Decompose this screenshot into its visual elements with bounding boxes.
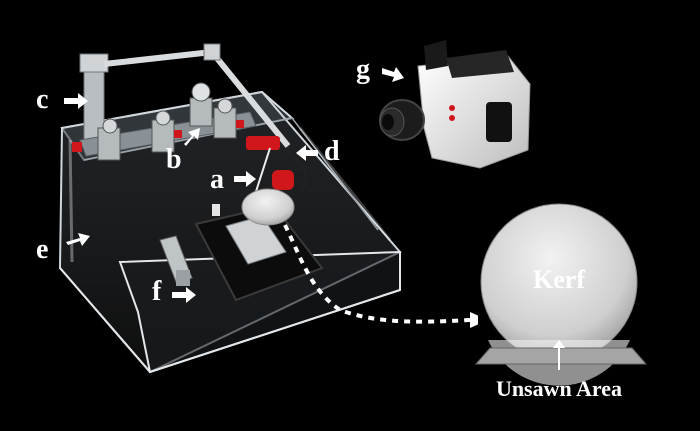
clamp-2	[151, 110, 182, 153]
label-b: b	[166, 144, 182, 175]
clamp-1	[72, 118, 121, 161]
micrometer	[159, 235, 193, 286]
label-g: g	[356, 54, 370, 85]
label-a: a	[210, 164, 224, 195]
unsawn-area-label: Unsawn Area	[496, 376, 622, 401]
label-d: d	[324, 136, 340, 167]
clamp-rail	[72, 82, 257, 161]
support-frame	[79, 43, 291, 149]
clamp-4	[213, 98, 244, 139]
label-c: c	[36, 84, 48, 115]
high-speed-camera	[379, 40, 531, 169]
label-f: f	[152, 276, 162, 307]
kerf-label: Kerf	[533, 265, 585, 294]
label-markers: c b a d e f g Kerf Unsawn Area	[36, 54, 622, 401]
clamp-3	[189, 82, 213, 127]
label-e: e	[36, 234, 48, 265]
wire-saw-assembly	[246, 136, 307, 211]
wafer-inset	[474, 196, 648, 386]
stage	[194, 188, 324, 302]
camera-lens	[379, 99, 425, 141]
